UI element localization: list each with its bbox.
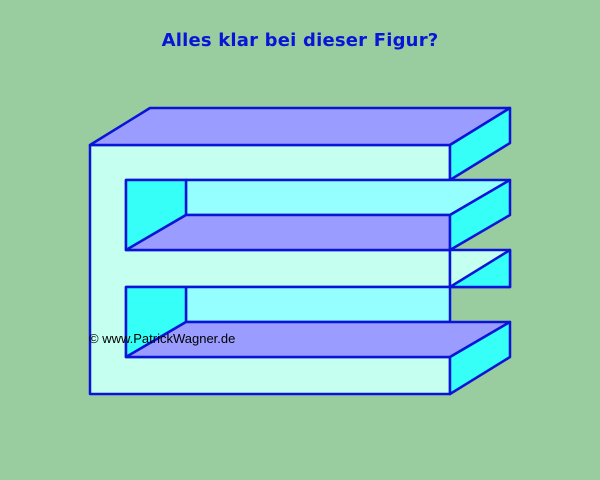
lower-notch-back-wall [184,285,452,324]
lower-arm-side-face [448,320,512,396]
copyright-text: © www.PatrickWagner.de [89,331,236,346]
middle-arm-extension-side [448,248,512,289]
upper-arm-side-face [448,106,512,182]
upper-arm-top-face [88,106,512,147]
middle-arm-side-face [448,178,512,252]
page-title: Alles klar bei dieser Figur? [161,30,439,51]
middle-arm-top-face [124,213,452,252]
